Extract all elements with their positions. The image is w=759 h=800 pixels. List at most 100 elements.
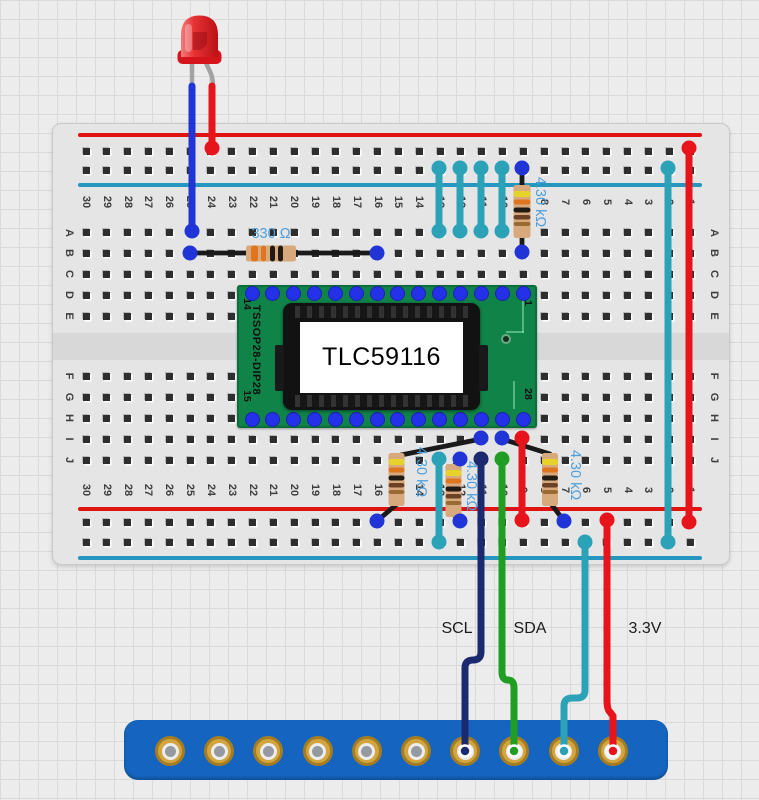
breadboard-hole (165, 414, 173, 422)
led-red[interactable] (177, 15, 222, 90)
breadboard-hole (394, 166, 402, 174)
breadboard-hole (499, 249, 507, 257)
breadboard-hole (603, 435, 611, 443)
resistor-4k3-b-band[interactable] (445, 470, 462, 476)
resistor-4k3-c-band[interactable] (542, 467, 558, 473)
wire-connection-dot (452, 451, 468, 467)
breadboard-hole (82, 229, 90, 236)
wire-connection-dot (557, 744, 571, 758)
breadboard-hole (644, 312, 652, 320)
breadboard-hole (249, 435, 257, 443)
breadboard-hole (332, 147, 340, 155)
breadboard-hole (186, 435, 194, 443)
wire-connection-dot (473, 451, 489, 467)
scl-wire[interactable] (461, 455, 485, 757)
breadboard-hole (603, 372, 611, 380)
breadboard-hole (624, 414, 632, 422)
resistor-4k3-c-label: 4.30 kΩ (567, 449, 583, 501)
breadboard-hole (644, 393, 652, 401)
breadboard-hole (603, 270, 611, 278)
breadboard-hole (394, 147, 402, 155)
wire-connection-dot (514, 244, 530, 260)
breadboard-hole (269, 270, 277, 278)
resistor-4k3-b-band[interactable] (445, 486, 462, 492)
breadboard-hole (582, 414, 590, 422)
sda-wire[interactable] (498, 455, 518, 757)
breadboard-hole (165, 166, 173, 174)
tssop28-dip28-adapter[interactable]: TSSOP28-DIP28 14 15 1 28 TLC59116 (237, 285, 537, 428)
resistor-4k3-c-band[interactable] (542, 490, 558, 494)
breadboard-hole (353, 229, 361, 236)
breadboard-hole (603, 166, 611, 174)
power-3v3-wire[interactable] (603, 516, 617, 757)
breadboard-hole (144, 414, 152, 422)
breadboard-hole (353, 166, 361, 174)
resistor-4k3-top-band[interactable] (513, 207, 531, 213)
wire-connection-dot (494, 160, 510, 176)
resistor-330-band[interactable] (278, 245, 283, 262)
breadboard-hole (165, 147, 173, 155)
resistor-4k3-b-band[interactable] (445, 501, 462, 505)
breadboard-hole (144, 312, 152, 320)
breadboard-hole (144, 456, 152, 464)
breadboard-hole (582, 393, 590, 401)
breadboard-hole (249, 166, 257, 174)
teal-jumpers[interactable] (435, 164, 672, 546)
breadboard-hole (249, 519, 257, 526)
breadboard-hole (415, 539, 423, 546)
resistor-4k3-b-band[interactable] (445, 478, 462, 484)
breadboard-hole (186, 393, 194, 401)
breadboard-hole (624, 539, 632, 546)
wire-connection-dot (660, 534, 676, 550)
breadboard-hole (82, 312, 90, 320)
breadboard-hole (103, 291, 111, 299)
breadboard-hole (82, 147, 90, 155)
breadboard-hole (540, 519, 548, 526)
resistor-4k3-top-band[interactable] (513, 191, 531, 197)
adapter-pin (348, 411, 364, 427)
breadboard-hole (124, 435, 132, 443)
resistor-330-band[interactable] (261, 245, 266, 262)
adapter-pin (515, 411, 531, 427)
breadboard-hole (603, 393, 611, 401)
breadboard-hole (540, 414, 548, 422)
breadboard-hole (582, 372, 590, 380)
resistor-4k3-c-band[interactable] (542, 483, 558, 488)
resistor-330-band[interactable] (251, 245, 258, 262)
breadboard-hole (540, 166, 548, 174)
breadboard-hole (457, 249, 465, 257)
breadboard-hole (540, 539, 548, 546)
resistor-4k3-a-band[interactable] (388, 490, 405, 494)
breadboard-hole (207, 435, 215, 443)
breadboard-hole (374, 456, 382, 464)
wire-connection-dot (452, 513, 468, 529)
breadboard-hole (207, 393, 215, 401)
breadboard-hole (165, 229, 173, 236)
breadboard-hole (374, 166, 382, 174)
sda-label: SDA (513, 620, 547, 637)
breadboard-hole (290, 539, 298, 546)
breadboard-hole (269, 147, 277, 155)
resistor-330-band[interactable] (270, 245, 275, 262)
breadboard-hole (582, 291, 590, 299)
breadboard-hole (144, 229, 152, 236)
resistor-4k3-a-band[interactable] (388, 483, 405, 488)
breadboard-hole (103, 229, 111, 236)
breadboard-hole (103, 249, 111, 257)
resistor-4k3-a-band[interactable] (388, 459, 405, 465)
wire-connection-dot (431, 223, 447, 239)
resistor-4k3-c-band[interactable] (542, 475, 558, 481)
adapter-pin (348, 285, 364, 301)
adapter-pin (473, 411, 489, 427)
resistor-4k3-a-band[interactable] (388, 475, 405, 481)
breadboard-hole (144, 249, 152, 257)
resistor-4k3-b-band[interactable] (445, 494, 462, 499)
resistor-4k3-c-band[interactable] (542, 459, 558, 465)
resistor-4k3-top-band[interactable] (513, 215, 531, 220)
resistor-4k3-a-band[interactable] (388, 467, 405, 473)
resistor-4k3-top-band[interactable] (513, 199, 531, 205)
resistor-4k3-top-band[interactable] (513, 222, 531, 226)
ground-header-wire[interactable] (560, 538, 589, 757)
wire-connection-dot (182, 245, 198, 261)
header-pad-hole (259, 742, 277, 760)
